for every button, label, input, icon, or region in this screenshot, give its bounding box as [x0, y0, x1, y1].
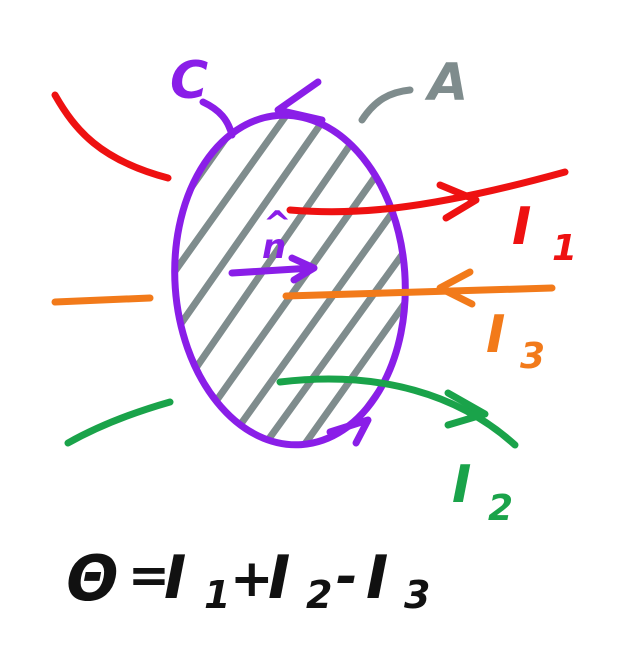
current-1-rear-line [51, 91, 172, 182]
normal-label: n [262, 227, 286, 267]
formula-theta: Θ [66, 542, 119, 615]
closed-curve-c [171, 111, 409, 449]
formula-i2: I [268, 543, 290, 613]
current-3-arrowhead [436, 268, 476, 308]
current-3-subscript: 3 [520, 336, 545, 377]
formula-i3-sub: 3 [404, 573, 430, 617]
current-2-front-line [276, 375, 519, 449]
current-1-front-line [286, 168, 569, 216]
curve-pointer [199, 98, 236, 139]
formula: Θ = I 1 + I 2 - I 3 [66, 542, 430, 617]
current-2-arrowhead [444, 389, 489, 429]
current-1-subscript: 1 [552, 228, 577, 269]
surface-pointer [358, 86, 414, 124]
curve-arrow-top [274, 78, 326, 124]
current-3-label: I [486, 305, 505, 365]
normal-vector [228, 254, 318, 284]
surface-hatching [163, 107, 417, 453]
formula-plus: + [230, 549, 274, 609]
current-2-subscript: 2 [488, 488, 513, 529]
formula-i1-sub: 1 [204, 573, 230, 617]
formula-i1: I [164, 543, 186, 613]
formula-i3: I [366, 543, 388, 613]
curve-arrow-bottom [326, 416, 372, 447]
current-3-rear-line [51, 294, 154, 306]
normal-hat: ^ [263, 204, 292, 244]
current-1-arrowhead [436, 181, 480, 222]
current-2-label: I [452, 455, 471, 515]
surface-label: A [424, 53, 468, 113]
formula-equals: = [128, 546, 170, 604]
formula-minus: - [336, 547, 358, 607]
curve-label: C [170, 51, 208, 111]
current-3-front-line [282, 284, 556, 300]
formula-i2-sub: 2 [306, 573, 332, 617]
current-2-rear-line [64, 398, 174, 447]
current-1-label: I [512, 197, 531, 257]
